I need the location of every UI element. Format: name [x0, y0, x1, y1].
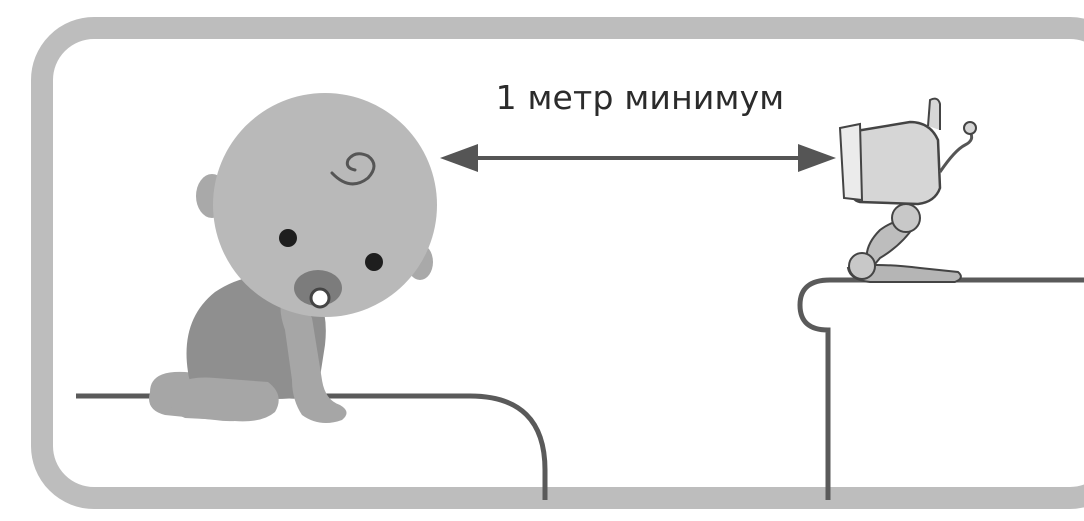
distance-arrow — [440, 144, 836, 172]
baby-hair-curl — [330, 152, 376, 186]
baby-front-leg — [169, 377, 279, 422]
camera-swivel-ball — [891, 203, 921, 233]
camera-cable-plug — [963, 121, 977, 135]
baby-arm — [280, 299, 347, 424]
camera-body — [848, 120, 942, 206]
baby-monitor-camera — [838, 97, 977, 283]
distance-label: 1 метр минимум — [495, 78, 785, 117]
pacifier-ring-icon — [309, 287, 331, 309]
baby-eye-right — [365, 253, 383, 271]
camera-antenna — [927, 97, 941, 130]
camera-lens-face — [838, 122, 864, 202]
camera-base-roller — [848, 252, 876, 280]
baby-figure — [149, 93, 437, 424]
arrowhead-left-icon — [440, 144, 478, 172]
arrowhead-right-icon — [798, 144, 836, 172]
table-edge — [797, 277, 1084, 500]
baby-eye-left — [279, 229, 297, 247]
rounded-frame — [31, 17, 1084, 509]
camera-cable — [938, 131, 974, 173]
crib-edge — [76, 393, 548, 500]
